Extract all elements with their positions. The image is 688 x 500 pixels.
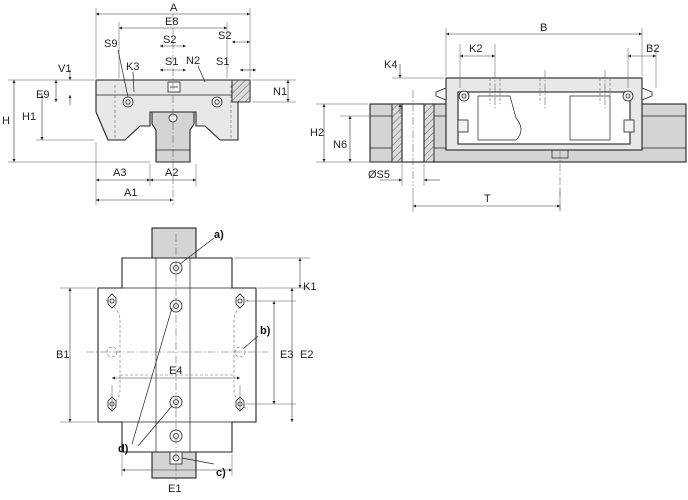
dim-A: A bbox=[170, 2, 178, 14]
dim-T: T bbox=[484, 193, 491, 205]
dim-H: H bbox=[2, 115, 10, 127]
callout-c: c) bbox=[216, 467, 226, 479]
front-view: A E8 S2 S2 S9 K3 S1 N2 S1 V1 E9 H H1 N1 … bbox=[2, 2, 296, 205]
dim-K4: K4 bbox=[384, 59, 397, 71]
dim-K1: K1 bbox=[303, 281, 316, 293]
dim-N2: N2 bbox=[186, 55, 200, 67]
dim-S2-center: S2 bbox=[163, 34, 176, 46]
dim-E2: E2 bbox=[300, 349, 313, 361]
dim-H2: H2 bbox=[310, 127, 324, 139]
dim-B2: B2 bbox=[646, 43, 659, 55]
dim-B: B bbox=[540, 22, 547, 34]
dim-E8: E8 bbox=[165, 16, 178, 28]
dim-E3: E3 bbox=[280, 349, 293, 361]
dim-H1: H1 bbox=[22, 111, 36, 123]
dim-A3: A3 bbox=[113, 167, 126, 179]
callout-d: d) bbox=[118, 443, 129, 455]
dim-K3: K3 bbox=[126, 61, 139, 73]
dim-K2: K2 bbox=[469, 43, 482, 55]
dim-B1: B1 bbox=[56, 349, 69, 361]
side-view: B K2 B2 K4 H2 N6 ØS5 T bbox=[310, 22, 687, 212]
dim-E1: E1 bbox=[168, 483, 181, 495]
dim-E9: E9 bbox=[36, 89, 49, 101]
dim-V1: V1 bbox=[58, 63, 71, 75]
dim-S5: ØS5 bbox=[368, 169, 390, 181]
dim-N1: N1 bbox=[273, 86, 287, 98]
callout-a: a) bbox=[214, 229, 224, 241]
dim-S1-right: S1 bbox=[216, 56, 229, 68]
callout-b: b) bbox=[260, 325, 271, 337]
dim-A1: A1 bbox=[124, 187, 137, 199]
dim-E4: E4 bbox=[169, 365, 182, 377]
dim-S9: S9 bbox=[104, 38, 117, 50]
dim-N6: N6 bbox=[333, 139, 347, 151]
dim-A2: A2 bbox=[165, 167, 178, 179]
top-carriage bbox=[97, 257, 257, 453]
dim-S1-center: S1 bbox=[165, 56, 178, 68]
dim-S2-right: S2 bbox=[218, 30, 231, 42]
bolt-top-right bbox=[235, 293, 245, 309]
bolt-top-left bbox=[107, 293, 117, 309]
top-view: K1 B1 E3 E2 E4 E1 a) b) c) d) bbox=[56, 227, 316, 495]
